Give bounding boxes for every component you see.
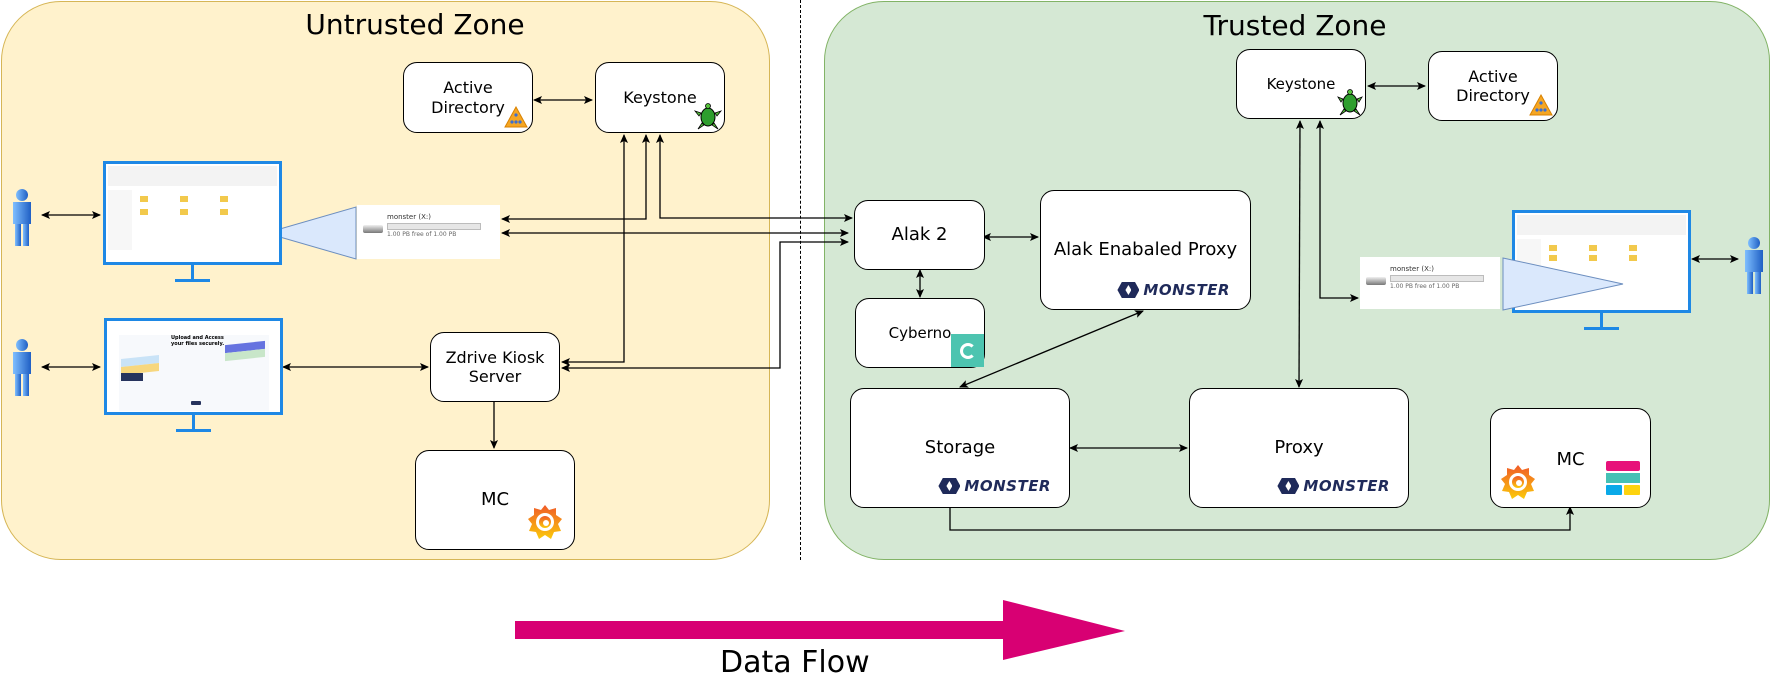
connector-keystone-alak2 [656, 134, 853, 222]
monster-logo: MONSTER [1117, 281, 1230, 299]
untrusted-active-directory-node[interactable]: Active Directory [403, 62, 533, 133]
connector-storage-alakproxy [959, 310, 1144, 388]
grafana-icon [528, 505, 562, 539]
node-label: Alak Enabaled Proxy [1053, 239, 1238, 261]
folder-icon [140, 209, 148, 215]
node-label: MC [1556, 449, 1585, 470]
dashboard-icon [1606, 461, 1640, 495]
folder-icon [1629, 255, 1637, 261]
folder-icon [1549, 245, 1557, 251]
drive-usage-bar [387, 223, 481, 230]
kiosk-headline-line2: your files securely. [171, 341, 225, 347]
node-label: Keystone [623, 87, 697, 107]
node-label: Storage [924, 437, 996, 459]
cyberno-node[interactable]: Cyberno [855, 298, 985, 368]
kiosk-headline-line1: Upload and Access [171, 335, 224, 341]
trusted-drive-card[interactable]: monster (X:) 1.00 PB free of 1.00 PB [1360, 257, 1500, 309]
folder-icon [220, 209, 228, 215]
explorer-ribbon [1517, 215, 1686, 235]
node-label-line2: Server [468, 367, 522, 386]
node-label: Active Directory [431, 78, 505, 117]
connector-keystone-proxy [1295, 120, 1304, 388]
drive-name: monster (X:) [1390, 265, 1434, 273]
monster-logo: MONSTER [938, 477, 1051, 495]
connector-storage-mc [949, 506, 1574, 531]
monster-wordmark: MONSTER [964, 477, 1051, 495]
monster-logo: MONSTER [1277, 477, 1390, 495]
node-label: MC [480, 489, 510, 511]
trusted-zone-title: Trusted Zone [1203, 9, 1387, 42]
monster-wordmark: MONSTER [1143, 281, 1230, 299]
alak2-node[interactable]: Alak 2 [854, 200, 985, 270]
data-flow-arrow [515, 600, 1125, 660]
trusted-active-directory-node[interactable]: Active Directory [1428, 51, 1558, 121]
folder-icon [1589, 245, 1597, 251]
data-flow-label: Data Flow [720, 645, 870, 680]
monster-mark-icon [1277, 478, 1300, 494]
folder-icon [1629, 245, 1637, 251]
alak-enabled-proxy-node[interactable]: Alak Enabaled Proxy MONSTER [1040, 190, 1251, 310]
folder-icon [180, 209, 188, 215]
untrusted-zone-title: Untrusted Zone [305, 8, 525, 41]
user-person-icon [13, 339, 31, 396]
connector-keystone-drive [1316, 120, 1359, 302]
drive-name: monster (X:) [387, 213, 431, 221]
callout-triangle [1502, 257, 1624, 311]
connector-kiosk-alak2 [561, 238, 849, 372]
monitor-stand [1600, 313, 1603, 327]
storage-node[interactable]: Storage MONSTER [850, 388, 1070, 508]
monster-wordmark: MONSTER [1303, 477, 1390, 495]
explorer-sidebar [108, 190, 132, 250]
turtle-icon [1337, 89, 1363, 116]
connector-kiosk-keystone [561, 134, 628, 366]
monitor-base [176, 429, 211, 432]
node-label: Active Directory [1456, 66, 1530, 105]
hard-drive-icon [1366, 277, 1386, 285]
user-person-icon [13, 189, 31, 246]
drive-free-space: 1.00 PB free of 1.00 PB [1390, 283, 1460, 290]
user-person-icon [1745, 237, 1763, 294]
cyberno-icon [951, 334, 984, 367]
callout-triangle [264, 206, 357, 260]
folder-icon [220, 196, 228, 202]
untrusted-keystone-node[interactable]: Keystone [595, 62, 725, 133]
explorer-ribbon [108, 166, 277, 186]
active-directory-icon [504, 106, 528, 128]
decor-stripe [121, 373, 143, 381]
node-label: Keystone [1266, 75, 1336, 93]
node-label: Alak 2 [891, 224, 948, 246]
trusted-keystone-node[interactable]: Keystone [1236, 49, 1366, 119]
drive-free-space: 1.00 PB free of 1.00 PB [387, 231, 457, 238]
file-explorer-monitor[interactable] [103, 161, 282, 265]
kiosk-upload-button [191, 401, 201, 405]
monster-mark-icon [938, 478, 961, 494]
untrusted-drive-card[interactable]: monster (X:) 1.00 PB free of 1.00 PB [357, 205, 500, 259]
trusted-mc-node[interactable]: MC [1490, 408, 1651, 508]
folder-icon [140, 196, 148, 202]
grafana-icon [1501, 465, 1535, 499]
folder-icon [1589, 255, 1597, 261]
drive-usage-bar [1390, 275, 1484, 282]
hard-drive-icon [363, 225, 383, 233]
active-directory-icon [1529, 94, 1553, 116]
untrusted-mc-node[interactable]: MC [415, 450, 575, 550]
monitor-base [1584, 327, 1619, 330]
turtle-icon [694, 103, 722, 130]
folder-icon [1549, 255, 1557, 261]
node-label-line1: Zdrive Kiosk [445, 347, 545, 367]
folder-icon [180, 196, 188, 202]
monitor-stand [192, 415, 195, 429]
connector-drive-keystone [501, 134, 650, 223]
monster-mark-icon [1117, 282, 1140, 298]
monitor-base [175, 279, 210, 282]
node-label: Cyberno [888, 324, 952, 342]
proxy-node[interactable]: Proxy MONSTER [1189, 388, 1409, 508]
monitor-stand [191, 265, 194, 279]
node-label: Proxy [1274, 437, 1324, 459]
